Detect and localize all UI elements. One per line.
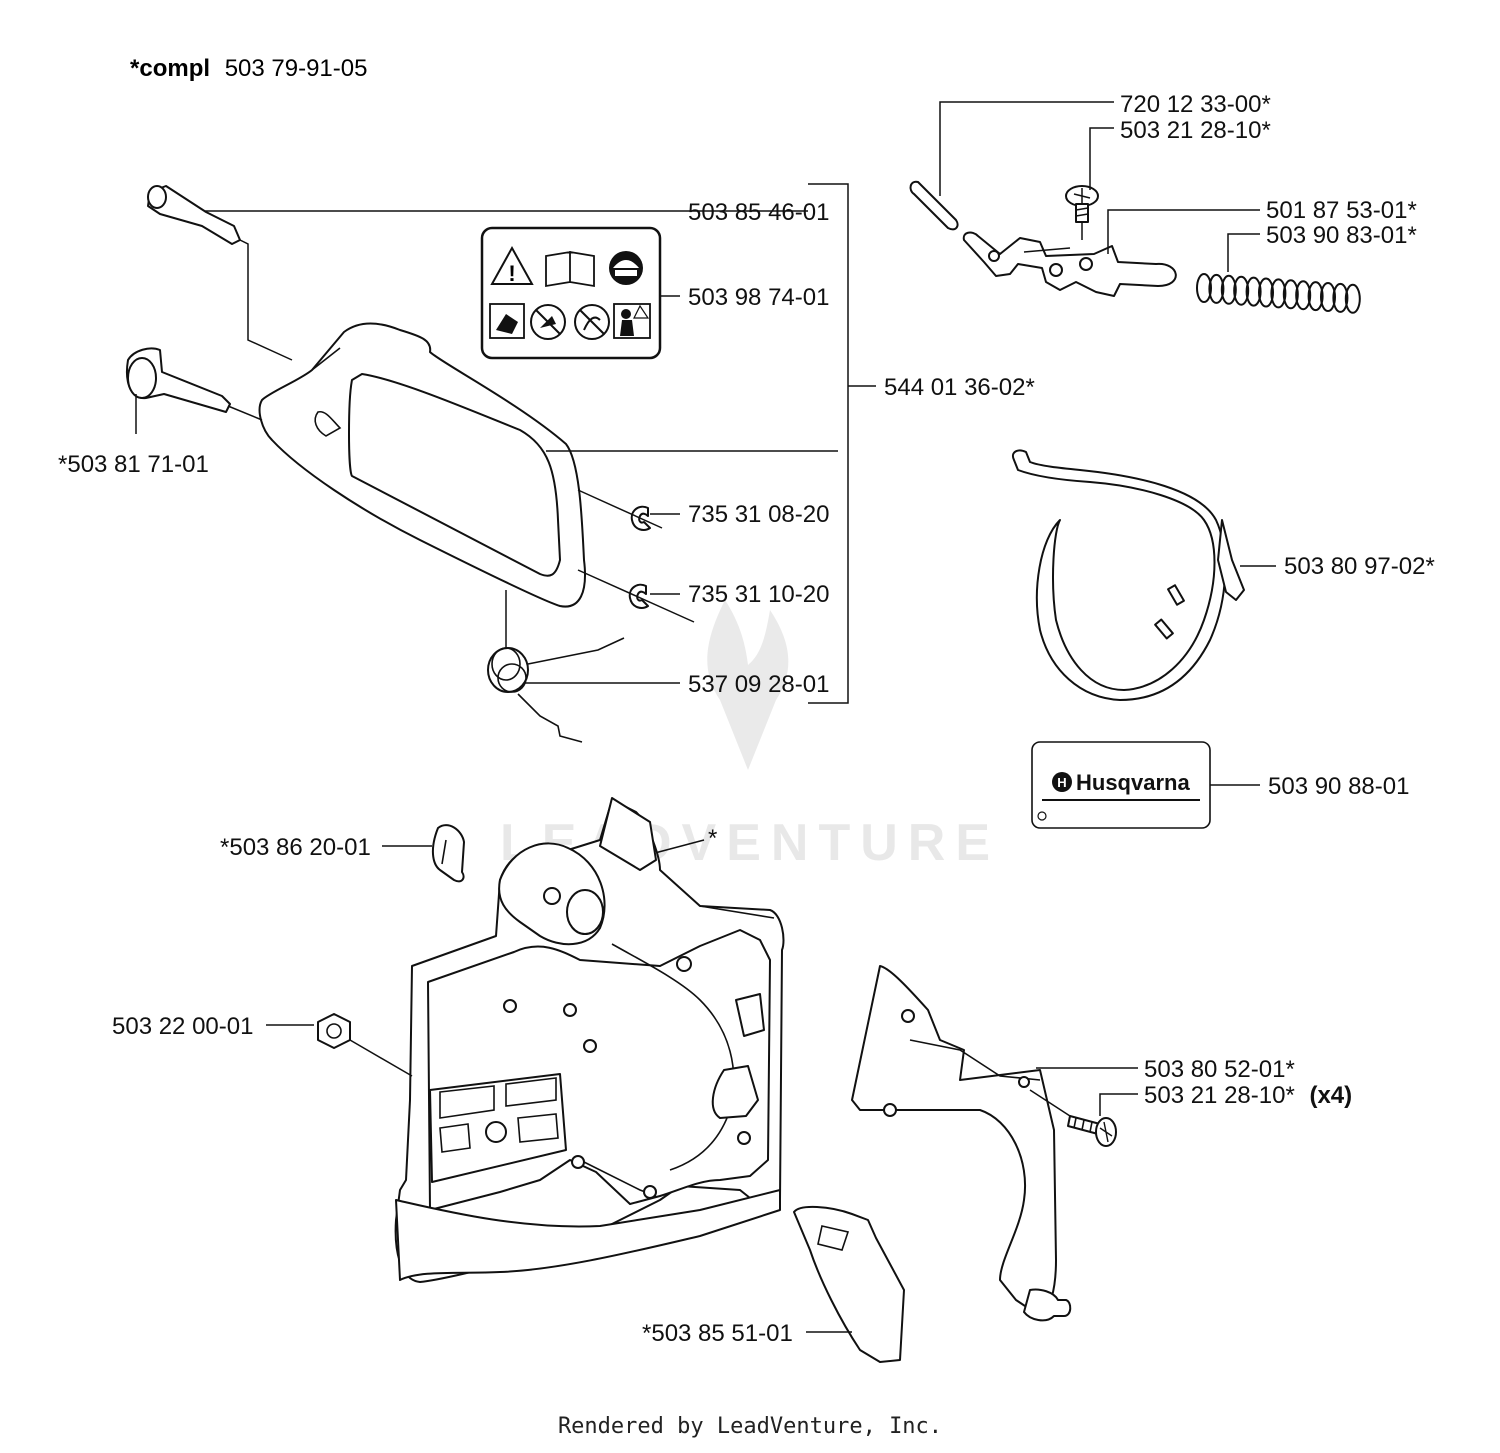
callout-nut: 503 22 00-01 <box>112 1013 253 1040</box>
pin-part <box>909 101 1114 231</box>
compl-heading: *compl 503 79-91-05 <box>130 55 367 82</box>
callout-spring: 503 90 83-01* <box>1266 222 1417 249</box>
helmet-protection-icon <box>609 251 643 285</box>
callout-screw-bottom: 503 21 28-10* (x4) <box>1144 1082 1352 1109</box>
callout-pin: 720 12 33-00* <box>1120 91 1271 118</box>
torsion-spring-part <box>487 590 680 743</box>
callout-asterisk: * <box>708 825 717 852</box>
callout-screw-bottom-number: 503 21 28-10* <box>1144 1082 1295 1109</box>
callout-cover-plate: *503 85 51-01 <box>642 1320 793 1347</box>
callout-clip: *503 86 20-01 <box>220 834 371 861</box>
spring-coil <box>1258 277 1274 308</box>
no-one-hand-icon <box>530 304 566 340</box>
brand-decal-part: H Husqvarna <box>1031 741 1260 829</box>
cover-plate-part <box>793 1206 905 1363</box>
coil-spring-part <box>1196 233 1361 314</box>
svg-text:H: H <box>1057 775 1066 790</box>
callout-circlip-1: 735 31 08-20 <box>688 501 829 528</box>
callout-brake-band: 503 80 97-02* <box>1284 553 1435 580</box>
assembly-bracket <box>808 183 876 704</box>
watermark: LEADVENTURE <box>500 600 990 872</box>
brand-name: Husqvarna <box>1076 770 1190 795</box>
callout-circlip-2: 735 31 10-20 <box>688 581 829 608</box>
spring-coil <box>1320 282 1336 312</box>
circlip-1-part <box>577 489 680 531</box>
spring-coil <box>1233 275 1250 306</box>
spring-coil <box>1295 280 1312 311</box>
spring-coil <box>1208 273 1225 304</box>
callout-bolt-top: 503 85 46-01 <box>688 199 829 226</box>
husqvarna-logo-icon <box>1052 772 1072 792</box>
nut-part <box>266 1013 413 1077</box>
spring-coil <box>1332 282 1349 313</box>
spring-coil <box>1282 279 1299 310</box>
callout-bolt-left: *503 81 71-01 <box>58 451 209 478</box>
clip-part <box>382 824 465 883</box>
spring-coil <box>1245 276 1262 307</box>
chain-guard-cover-part <box>258 322 838 608</box>
svg-text:!: ! <box>508 261 515 286</box>
footer-credit: Rendered by LeadVenture, Inc. <box>557 1414 943 1439</box>
screw-top-part <box>1065 127 1114 240</box>
callout-torsion-spring: 537 09 28-01 <box>688 671 829 698</box>
spring-coil <box>1220 274 1237 305</box>
circlip-2-part <box>577 569 695 623</box>
brake-band-part <box>1012 449 1276 701</box>
spring-coil <box>1307 281 1324 312</box>
compl-number: 503 79-91-05 <box>225 55 368 82</box>
chain-brake-lever-part <box>962 209 1260 297</box>
callout-brand-decal: 503 90 88-01 <box>1268 773 1409 800</box>
bolt-top-part <box>147 185 808 361</box>
kickback-warning-icon <box>574 304 610 340</box>
spring-coil <box>1344 283 1361 314</box>
callout-screw-bottom-qty: (x4) <box>1309 1082 1352 1109</box>
spring-coil <box>1196 273 1212 303</box>
warning-triangle-icon: ! <box>490 245 534 286</box>
warning-decal-part: ! <box>480 226 680 360</box>
callout-guard-assembly: 544 01 36-02* <box>884 374 1035 401</box>
bolt-left-part <box>126 347 263 434</box>
screw-bottom-part <box>1029 1089 1138 1147</box>
hand-protection-icon <box>489 303 525 339</box>
clutch-cover-part <box>394 797 785 1283</box>
operator-protection-icon <box>613 303 651 339</box>
callout-warning-decal: 503 98 74-01 <box>688 284 829 311</box>
spring-coil <box>1270 278 1287 309</box>
manual-book-icon <box>545 250 595 288</box>
callout-screw-top: 503 21 28-10* <box>1120 117 1271 144</box>
compl-prefix: *compl <box>130 55 210 82</box>
callout-plate: 503 80 52-01* <box>1144 1056 1295 1083</box>
callout-chain-brake-lever: 501 87 53-01* <box>1266 197 1417 224</box>
side-plate-part <box>851 965 1138 1322</box>
